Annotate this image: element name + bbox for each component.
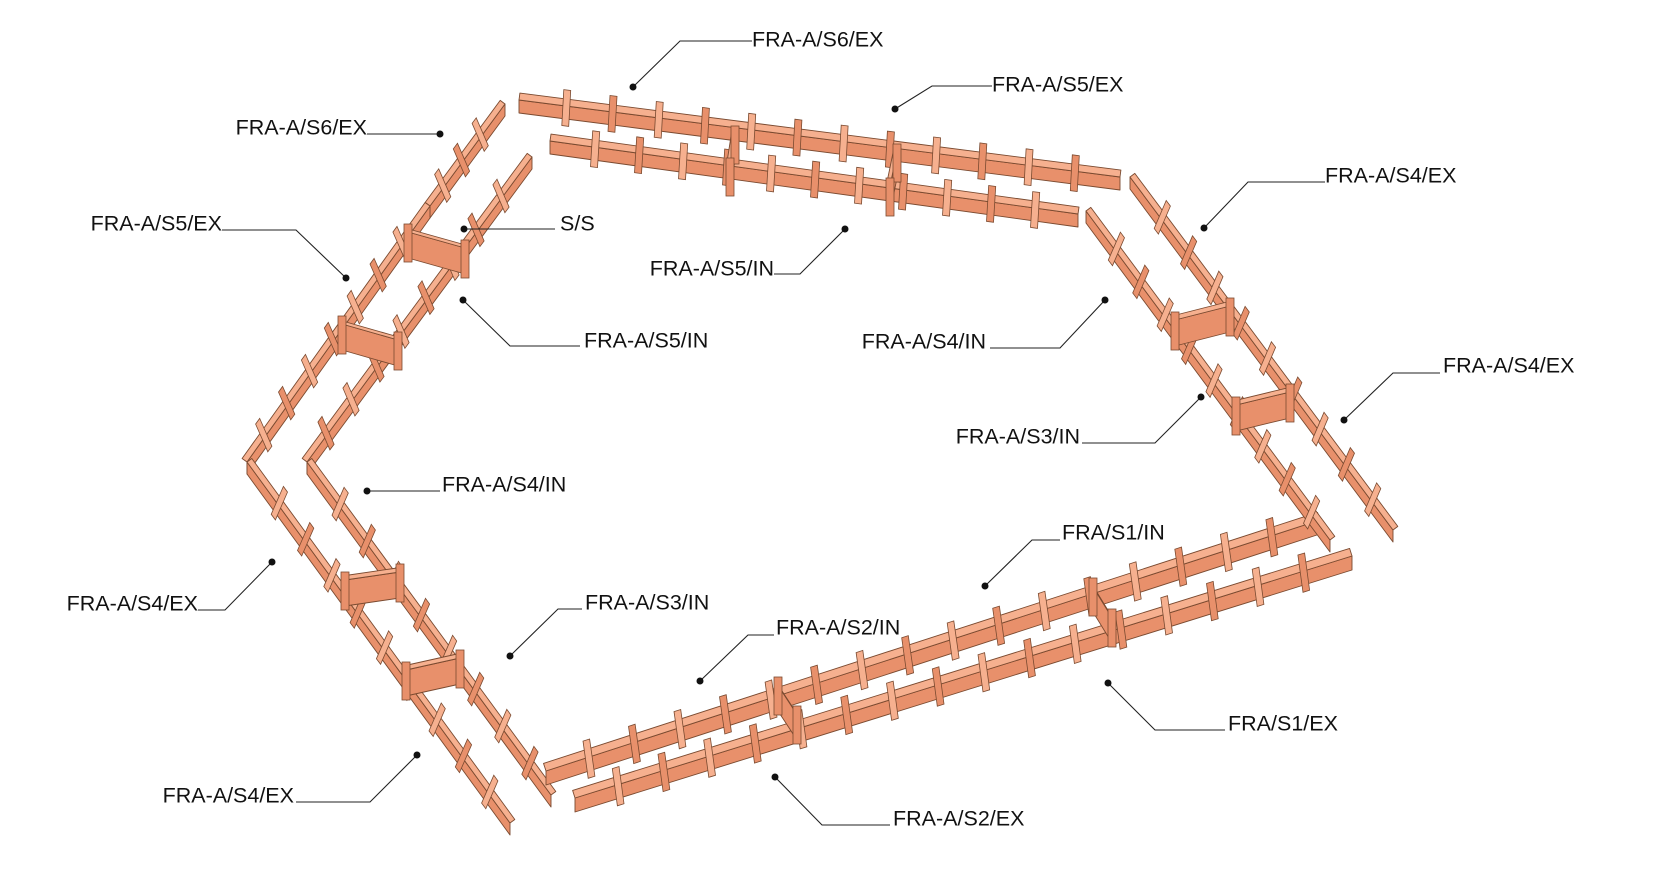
label-s4-in-right: FRA-A/S4/IN — [862, 330, 986, 354]
label-s5-ex-left: FRA-A/S5/EX — [91, 212, 222, 236]
label-s4-ex-upper-right: FRA-A/S4/EX — [1325, 164, 1456, 188]
frame-panels — [241, 89, 1399, 836]
callout-s6-ex-top: FRA-A/S6/EX — [629, 28, 883, 91]
label-s2-in: FRA-A/S2/IN — [776, 616, 900, 640]
connector-left-4 — [401, 649, 465, 701]
panel-s2-ex — [572, 547, 1353, 813]
connector-top-1 — [725, 125, 740, 197]
label-s2-ex: FRA-A/S2/EX — [893, 807, 1024, 831]
panel-s4-ex-right — [1129, 172, 1399, 543]
panel-s3-in-left — [306, 458, 557, 808]
label-s4-ex-left: FRA-A/S4/EX — [67, 592, 198, 616]
connector-right-2 — [1231, 383, 1295, 436]
label-s1-in: FRA/S1/IN — [1062, 521, 1165, 545]
panel-s6-ex-top — [518, 89, 1122, 192]
callout-s5-in-left: FRA-A/S5/IN — [459, 296, 708, 353]
label-s4-ex-bottom-left: FRA-A/S4/EX — [163, 784, 294, 808]
callout-s2-ex: FRA-A/S2/EX — [771, 773, 1024, 831]
label-s5-in-top: FRA-A/S5/IN — [650, 257, 774, 281]
callout-s4-ex-upper-right: FRA-A/S4/EX — [1200, 164, 1456, 232]
label-s6-ex-left: FRA-A/S6/EX — [236, 116, 367, 140]
label-s5-in-left: FRA-A/S5/IN — [584, 329, 708, 353]
cross-connectors — [337, 125, 1295, 745]
callout-s4-ex-right: FRA-A/S4/EX — [1340, 354, 1574, 424]
panel-s5-in-left — [301, 152, 533, 475]
connector-top-2 — [885, 143, 902, 217]
label-s4-ex-right: FRA-A/S4/EX — [1443, 354, 1574, 378]
panel-s2-in — [543, 511, 1321, 786]
callout-s4-in-left: FRA-A/S4/IN — [363, 473, 566, 497]
panel-s4-ex-left — [246, 458, 516, 836]
callout-ss: S/S — [460, 212, 595, 236]
callout-s5-ex-left: FRA-A/S5/EX — [91, 212, 350, 282]
connector-left-1 — [403, 223, 470, 279]
annotations: FRA-A/S6/EX FRA-A/S5/EX FRA-A/S6/EX FRA-… — [67, 28, 1575, 831]
connector-right-1 — [1170, 297, 1235, 351]
connector-left-3 — [340, 563, 405, 611]
connector-left-2 — [337, 315, 403, 371]
callout-s4-ex-bottom-left: FRA-A/S4/EX — [163, 751, 421, 808]
label-s4-in-left: FRA-A/S4/IN — [442, 473, 566, 497]
callout-s6-ex-left: FRA-A/S6/EX — [236, 116, 444, 140]
label-s3-in-left: FRA-A/S3/IN — [585, 591, 709, 615]
panel-s6-ex-left — [424, 99, 506, 219]
callout-s2-in: FRA-A/S2/IN — [696, 616, 900, 685]
callout-s3-in-left: FRA-A/S3/IN — [506, 591, 709, 660]
label-ss: S/S — [560, 212, 595, 236]
connector-bottom-1 — [773, 676, 802, 745]
label-s6-ex-top: FRA-A/S6/EX — [752, 28, 883, 52]
panel-s5-in-top — [549, 130, 1080, 229]
callout-s5-in-top: FRA-A/S5/IN — [650, 225, 849, 281]
callout-s4-in-right: FRA-A/S4/IN — [862, 296, 1109, 354]
callout-s3-in-right: FRA-A/S3/IN — [956, 393, 1205, 449]
callout-s1-ex: FRA/S1/EX — [1104, 679, 1338, 736]
callout-s4-ex-left: FRA-A/S4/EX — [67, 558, 276, 616]
callout-s1-in: FRA/S1/IN — [981, 521, 1165, 590]
callout-s5-ex-top: FRA-A/S5/EX — [891, 73, 1123, 113]
label-s1-ex: FRA/S1/EX — [1228, 712, 1338, 736]
connector-bottom-2 — [1088, 577, 1117, 648]
label-s3-in-right: FRA-A/S3/IN — [956, 425, 1080, 449]
label-s5-ex-top: FRA-A/S5/EX — [992, 73, 1123, 97]
